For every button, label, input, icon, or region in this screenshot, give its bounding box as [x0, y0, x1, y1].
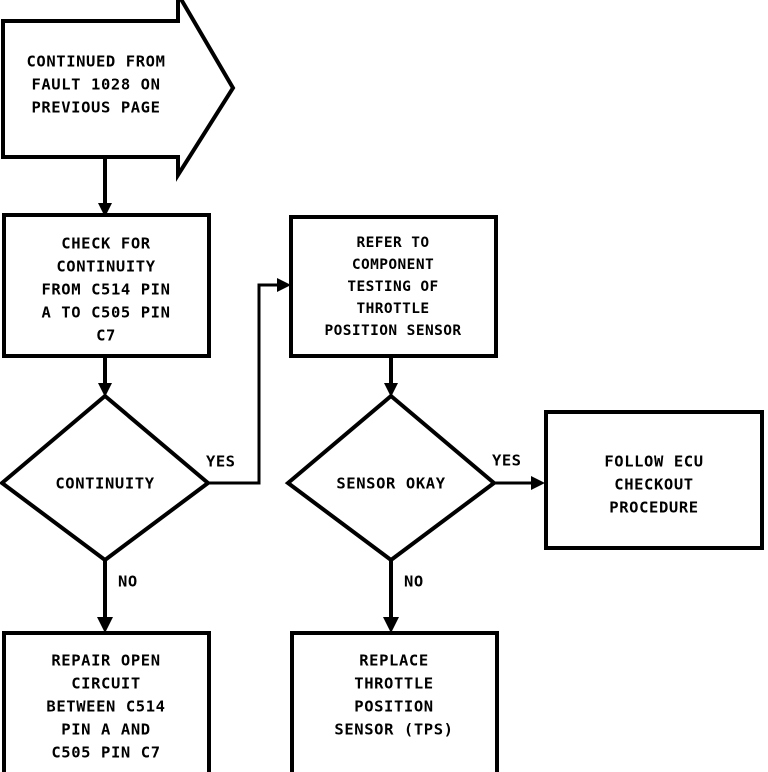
- continuity-decision-label: CONTINUITY: [55, 475, 154, 493]
- edge-label-continuity-yes: YES: [206, 453, 236, 471]
- node-refer-component-testing[interactable]: REFER TO COMPONENT TESTING OF THROTTLE P…: [289, 215, 498, 358]
- ecu-line-3: PROCEDURE: [609, 499, 698, 517]
- repair-line-5: C505 PIN C7: [51, 744, 160, 762]
- connector-sensor-no: [383, 560, 399, 633]
- check-line-4: A TO C505 PIN: [41, 304, 170, 322]
- replace-line-2: THROTTLE: [354, 675, 433, 693]
- check-line-3: FROM C514 PIN: [41, 281, 170, 299]
- connector-check-to-continuity: [98, 356, 112, 397]
- connector-continuity-no: [97, 560, 113, 633]
- banner-line-2: FAULT 1028 ON: [31, 76, 160, 94]
- repair-line-2: CIRCUIT: [71, 675, 141, 693]
- replace-line-3: POSITION: [354, 698, 433, 716]
- node-replace-tps[interactable]: REPLACE THROTTLE POSITION SENSOR (TPS): [290, 631, 499, 772]
- check-line-5: C7: [96, 327, 116, 345]
- refer-line-3: TESTING OF: [347, 279, 438, 295]
- node-check-continuity[interactable]: CHECK FOR CONTINUITY FROM C514 PIN A TO …: [2, 213, 211, 358]
- refer-line-5: POSITION SENSOR: [325, 323, 462, 339]
- node-repair-open-circuit[interactable]: REPAIR OPEN CIRCUIT BETWEEN C514 PIN A A…: [2, 631, 211, 772]
- repair-line-1: REPAIR OPEN: [51, 652, 160, 670]
- node-sensor-okay-decision[interactable]: SENSOR OKAY: [284, 393, 498, 563]
- node-continuity-decision[interactable]: CONTINUITY: [0, 393, 212, 563]
- replace-line-4: SENSOR (TPS): [334, 721, 453, 739]
- banner-line-3: PREVIOUS PAGE: [31, 99, 160, 117]
- edge-label-sensor-no: NO: [404, 573, 424, 591]
- node-follow-ecu[interactable]: FOLLOW ECU CHECKOUT PROCEDURE: [544, 410, 764, 550]
- edge-label-continuity-no: NO: [118, 573, 138, 591]
- check-line-1: CHECK FOR: [61, 235, 150, 253]
- repair-line-3: BETWEEN C514: [46, 698, 165, 716]
- replace-line-1: REPLACE: [359, 652, 429, 670]
- connector-banner-to-check: [98, 157, 112, 217]
- banner-line-1: CONTINUED FROM: [26, 53, 165, 71]
- ecu-line-1: FOLLOW ECU: [604, 453, 703, 471]
- refer-line-4: THROTTLE: [356, 301, 429, 317]
- connector-refer-to-sensor: [384, 356, 398, 397]
- repair-line-4: PIN A AND: [61, 721, 150, 739]
- sensor-decision-label: SENSOR OKAY: [336, 475, 445, 493]
- edge-label-sensor-yes: YES: [492, 452, 522, 470]
- check-line-2: CONTINUITY: [56, 258, 155, 276]
- ecu-line-2: CHECKOUT: [614, 476, 693, 494]
- refer-line-2: COMPONENT: [352, 257, 434, 273]
- refer-line-1: REFER TO: [356, 235, 429, 251]
- node-continued-from-banner[interactable]: CONTINUED FROM FAULT 1028 ON PREVIOUS PA…: [1, 0, 236, 182]
